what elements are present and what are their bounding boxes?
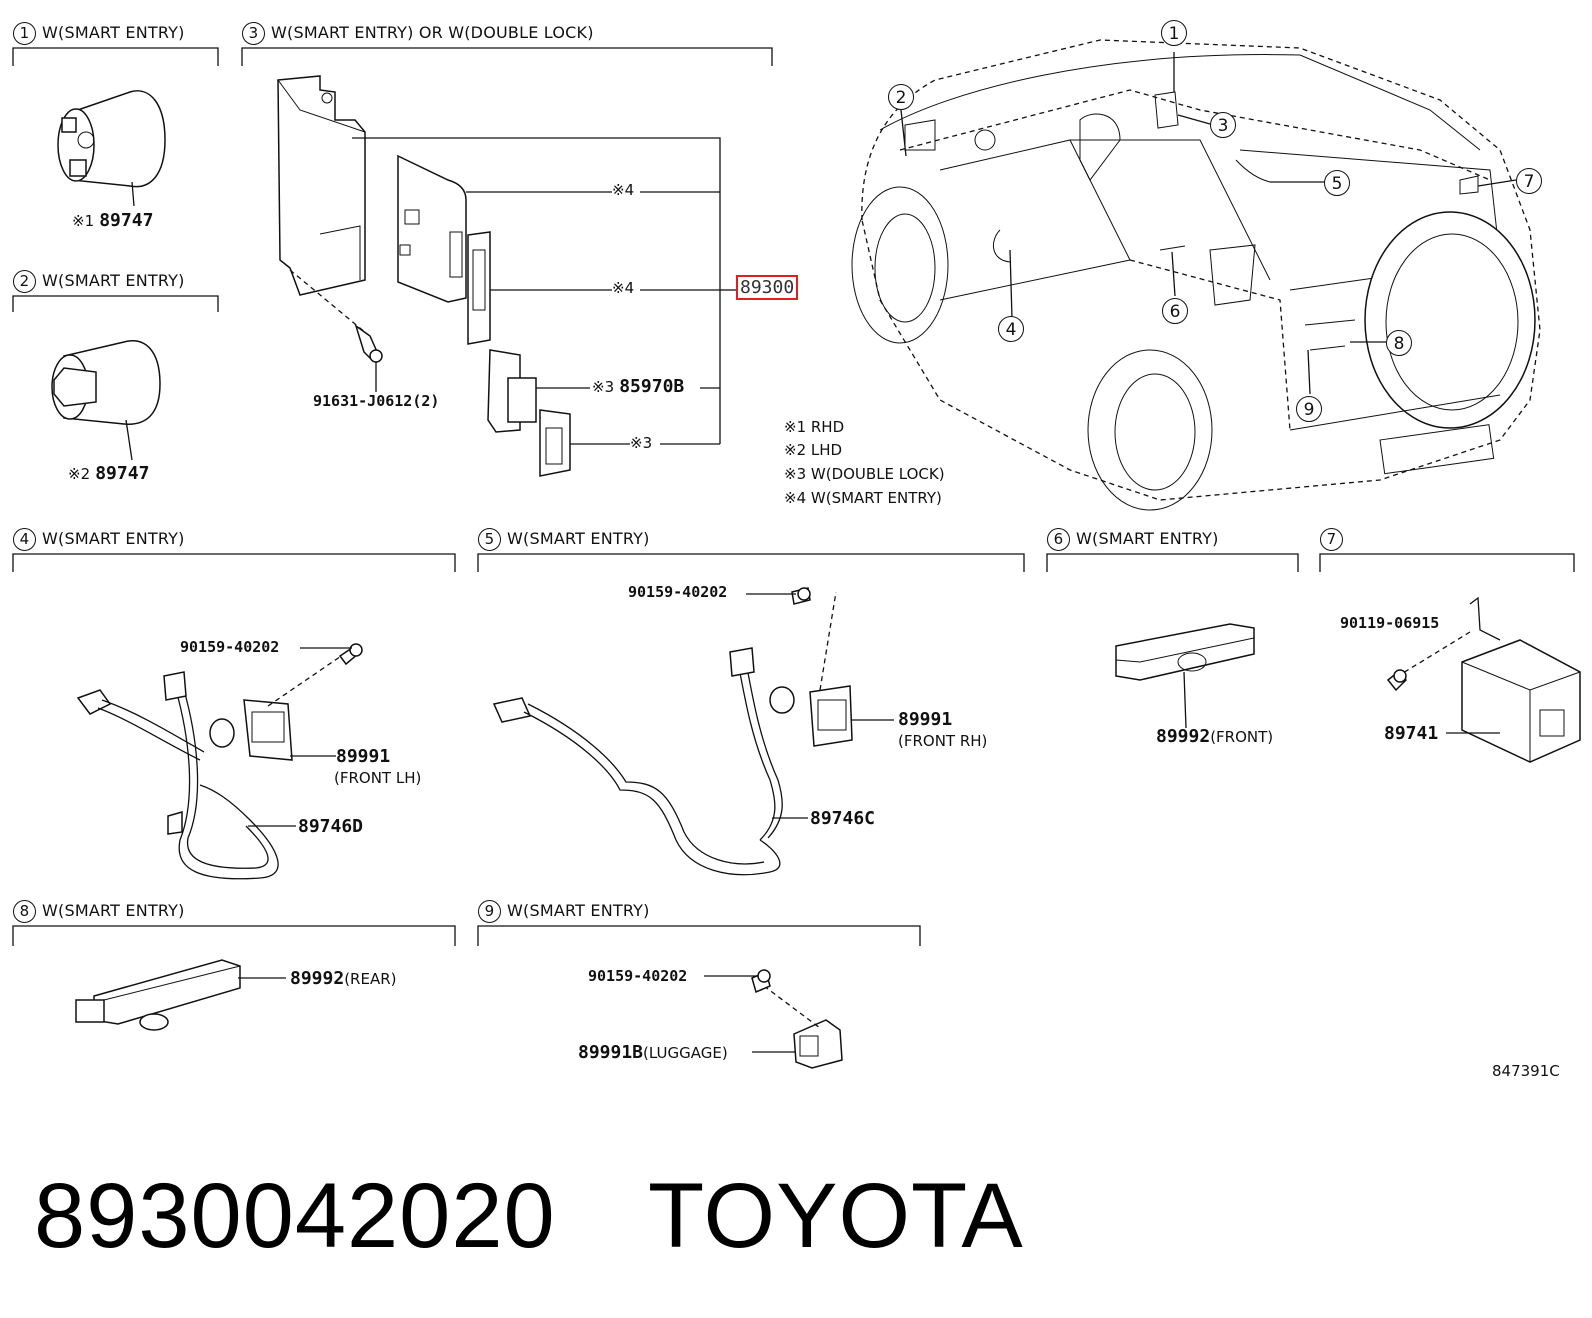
section-4-title: W(SMART ENTRY): [42, 529, 185, 548]
part-89747-lhd-drawing: [51, 340, 161, 461]
s4-bolt[interactable]: 90159-40202: [180, 638, 280, 656]
note-2: ※2 LHD: [784, 441, 843, 459]
callout-1[interactable]: 1: [1161, 20, 1187, 46]
s6-part[interactable]: 89992: [1156, 726, 1211, 747]
highlighted-part-number[interactable]: 89300: [736, 275, 799, 300]
section-2-number: 2: [13, 270, 36, 293]
section-3-number: 3: [242, 22, 265, 45]
s9-bolt[interactable]: 90159-40202: [588, 967, 688, 985]
s7-bolt[interactable]: 90119-06915: [1340, 614, 1440, 632]
s2-part-number[interactable]: 89747: [95, 463, 150, 484]
harness-89746c-drawing: [492, 587, 894, 876]
s3-main-part: 89300: [736, 275, 799, 300]
s3-mark-3a: ※3: [592, 378, 615, 396]
section-7-header: 7: [1320, 528, 1349, 551]
s3-mark-4b: ※4: [612, 279, 635, 297]
section-3-title: W(SMART ENTRY) OR W(DOUBLE LOCK): [271, 23, 594, 42]
part-89992-front-drawing: [1115, 623, 1255, 729]
note-4: ※4 W(SMART ENTRY): [784, 489, 942, 507]
section-1-header: 1 W(SMART ENTRY): [13, 22, 185, 45]
section-9-number: 9: [478, 900, 501, 923]
section-1-title: W(SMART ENTRY): [42, 23, 185, 42]
s8-note: (REAR): [344, 970, 397, 988]
footer-brand: TOYOTA: [648, 1165, 1024, 1267]
callout-5[interactable]: 5: [1324, 170, 1350, 196]
part-89992-rear-drawing: [75, 959, 286, 1031]
s3-part-b[interactable]: 85970B: [619, 376, 685, 397]
s3-bolt[interactable]: 91631-J0612(2): [313, 392, 440, 410]
diagram-id: 847391C: [1492, 1062, 1560, 1080]
note-1: ※1 RHD: [784, 418, 845, 436]
callout-4[interactable]: 4: [998, 316, 1024, 342]
s2-label: ※2 89747: [68, 465, 149, 483]
section-9-header: 9 W(SMART ENTRY): [478, 900, 650, 923]
section-3-header: 3 W(SMART ENTRY) OR W(DOUBLE LOCK): [242, 22, 594, 45]
section-2-header: 2 W(SMART ENTRY): [13, 270, 185, 293]
part-89741-drawing: [1386, 596, 1581, 763]
part-89300-drawing: [277, 75, 736, 477]
section-4-number: 4: [13, 528, 36, 551]
s1-label: ※1 89747: [72, 212, 153, 230]
callout-8[interactable]: 8: [1386, 330, 1412, 356]
callout-7[interactable]: 7: [1516, 168, 1542, 194]
section-6-number: 6: [1047, 528, 1070, 551]
s5-sensor-note: (FRONT RH): [898, 732, 988, 750]
s9-label: 89991B(LUGGAGE): [578, 1044, 728, 1062]
section-9-title: W(SMART ENTRY): [507, 901, 650, 920]
callout-9[interactable]: 9: [1296, 396, 1322, 422]
s4-harness[interactable]: 89746D: [298, 816, 364, 837]
section-4-header: 4 W(SMART ENTRY): [13, 528, 185, 551]
callout-6[interactable]: 6: [1162, 298, 1188, 324]
section-8-number: 8: [13, 900, 36, 923]
s4-sensor[interactable]: 89991: [336, 746, 391, 767]
s8-label: 89992(REAR): [290, 970, 396, 988]
section-1-number: 1: [13, 22, 36, 45]
section-8-title: W(SMART ENTRY): [42, 901, 185, 920]
s9-part[interactable]: 89991B: [578, 1042, 644, 1063]
vehicle-drawing: [851, 39, 1541, 511]
s6-note: (FRONT): [1210, 728, 1274, 746]
section-8-header: 8 W(SMART ENTRY): [13, 900, 185, 923]
s3-part-b-label: ※3 85970B: [592, 378, 684, 396]
s6-label: 89992(FRONT): [1156, 728, 1273, 746]
s1-part-number[interactable]: 89747: [99, 210, 154, 231]
s2-mark: ※2: [68, 465, 91, 483]
s7-part[interactable]: 89741: [1384, 723, 1439, 744]
callout-3[interactable]: 3: [1210, 112, 1236, 138]
section-5-title: W(SMART ENTRY): [507, 529, 650, 548]
callout-2[interactable]: 2: [888, 84, 914, 110]
section-5-number: 5: [478, 528, 501, 551]
part-89991b-drawing: [704, 969, 843, 1069]
section-6-header: 6 W(SMART ENTRY): [1047, 528, 1219, 551]
harness-89746d-drawing: [76, 643, 363, 880]
s1-mark: ※1: [72, 212, 95, 230]
s5-bolt[interactable]: 90159-40202: [628, 583, 728, 601]
section-2-title: W(SMART ENTRY): [42, 271, 185, 290]
s3-mark-3b: ※3: [630, 434, 653, 452]
section-7-number: 7: [1320, 528, 1343, 551]
section-6-title: W(SMART ENTRY): [1076, 529, 1219, 548]
footer-part-number: 8930042020: [34, 1165, 556, 1267]
section-5-header: 5 W(SMART ENTRY): [478, 528, 650, 551]
note-3: ※3 W(DOUBLE LOCK): [784, 465, 945, 483]
s8-part[interactable]: 89992: [290, 968, 345, 989]
s3-mark-4a: ※4: [612, 181, 635, 199]
s9-note: (LUGGAGE): [643, 1044, 728, 1062]
part-89747-rhd-drawing: [57, 90, 166, 207]
s4-sensor-note: (FRONT LH): [334, 769, 422, 787]
s5-harness[interactable]: 89746C: [810, 808, 876, 829]
s5-sensor[interactable]: 89991: [898, 709, 953, 730]
